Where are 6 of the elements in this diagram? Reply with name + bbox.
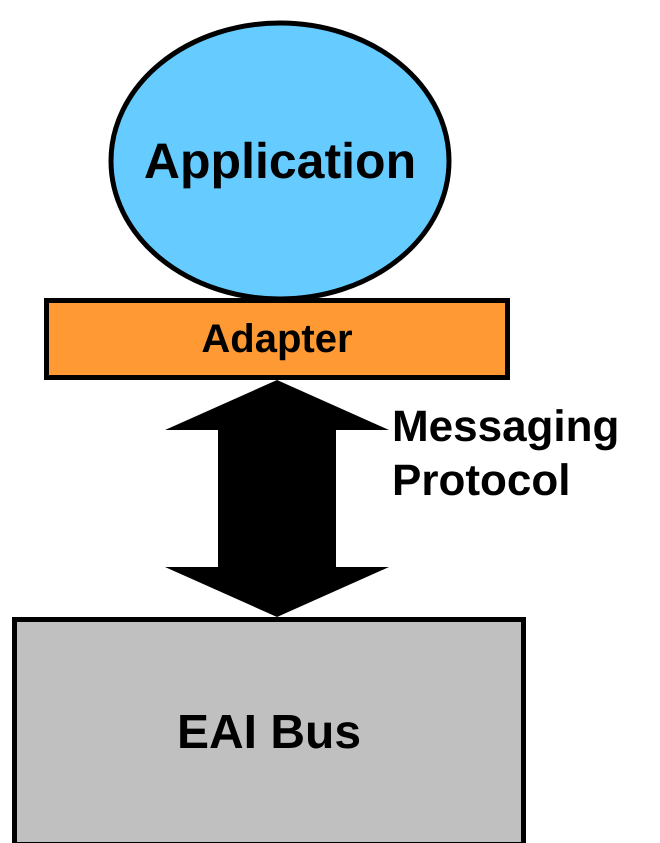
node-label: Application xyxy=(144,132,416,190)
node-label: Adapter xyxy=(201,316,353,362)
bus-box xyxy=(12,617,526,843)
double-block-arrow xyxy=(165,380,389,617)
node-label: EAI Bus xyxy=(176,704,362,760)
adapter-bar xyxy=(44,298,510,380)
